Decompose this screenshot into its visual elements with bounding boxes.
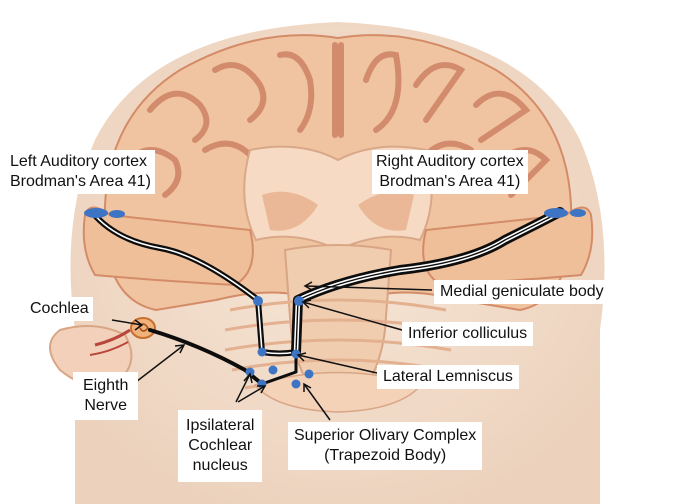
left-mgb-dot — [253, 296, 263, 306]
cochlea-icon — [131, 318, 155, 338]
medial-geniculate-body-label: Medial geniculate body — [434, 280, 610, 304]
cochlea-label: Cochlea — [26, 297, 93, 321]
inferior-colliculus-label: Inferior colliculus — [402, 322, 533, 346]
right-cortex-line2: Brodman's Area 41) — [376, 172, 524, 192]
left-cortex-line2: Brodman's Area 41) — [10, 172, 151, 192]
right-cortex-dot — [544, 208, 568, 218]
right-mgb-dot — [294, 296, 304, 306]
right-auditory-cortex-label: Right Auditory cortex Brodman's Area 41) — [372, 150, 528, 194]
left-cortex-line1: Left Auditory cortex — [10, 152, 151, 172]
lateral-lemniscus-label: Lateral Lemniscus — [377, 365, 519, 389]
superior-olivary-complex-label: Superior Olivary Complex (Trapezoid Body… — [288, 422, 482, 470]
right-cortex-line1: Right Auditory cortex — [376, 152, 524, 172]
eighth-nerve-label: Eighth Nerve — [73, 372, 138, 420]
ipsilateral-cochlear-nucleus-label: Ipsilateral Cochlear nucleus — [178, 410, 262, 482]
left-cortex-dot — [84, 208, 108, 218]
left-auditory-cortex-label: Left Auditory cortex Brodman's Area 41) — [6, 150, 155, 194]
